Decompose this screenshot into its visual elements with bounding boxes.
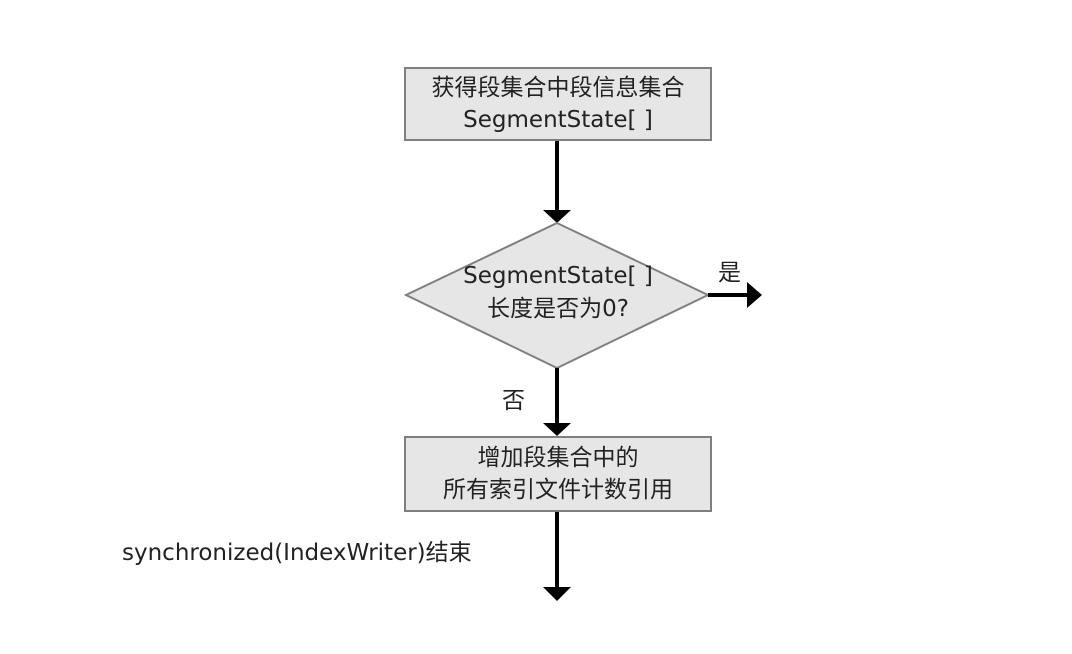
arrowhead-step2-to-end: [543, 587, 571, 601]
process-box-line1: 获得段集合中段信息集合: [431, 75, 685, 101]
decision-text: SegmentState[ ] 长度是否为0?: [420, 260, 696, 326]
process-box-line2: 所有索引文件计数引用: [443, 477, 673, 503]
end-label: synchronized(IndexWriter)结束: [122, 540, 472, 566]
arrowhead-decision-yes: [747, 282, 762, 308]
process-box-line2: SegmentState[ ]: [463, 107, 653, 133]
no-branch-label: 否: [502, 388, 525, 414]
process-box-line1: 增加段集合中的: [477, 445, 639, 471]
yes-branch-label: 是: [718, 260, 741, 286]
decision-line2: 长度是否为0?: [487, 296, 629, 322]
arrowhead-decision-no: [543, 423, 571, 436]
decision-line1: SegmentState[ ]: [463, 263, 653, 289]
process-box-get-segment-states: 获得段集合中段信息集合 SegmentState[ ]: [404, 67, 712, 141]
arrowhead-step1-to-decision: [543, 210, 571, 223]
process-box-increment-refcount: 增加段集合中的 所有索引文件计数引用: [404, 436, 712, 512]
